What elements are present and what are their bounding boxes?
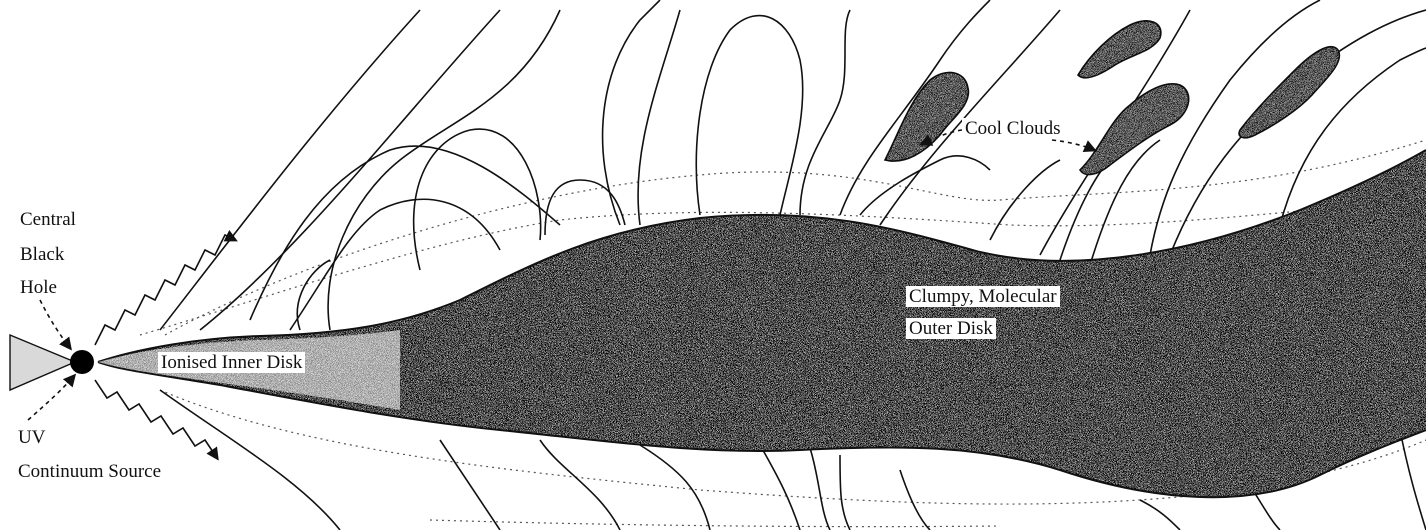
label-cool-clouds: Cool Clouds [962,118,1064,139]
left-cone [10,335,75,390]
black-hole-icon [70,350,94,374]
label-outer-disk-line2: Outer Disk [906,318,996,339]
label-continuum-source: Continuum Source [18,462,161,481]
cloud-2-stipple [1080,84,1189,175]
label-central: Central [20,210,76,229]
cool-clouds [885,21,1339,175]
label-hole: Hole [20,278,57,297]
label-uv: UV [18,428,45,447]
cloud-4-stipple [1239,47,1339,138]
label-inner-disk: Ionised Inner Disk [158,352,305,373]
label-outer-disk-line1: Clumpy, Molecular [906,286,1060,307]
label-black: Black [20,245,64,264]
disk-stipple [98,150,1426,497]
